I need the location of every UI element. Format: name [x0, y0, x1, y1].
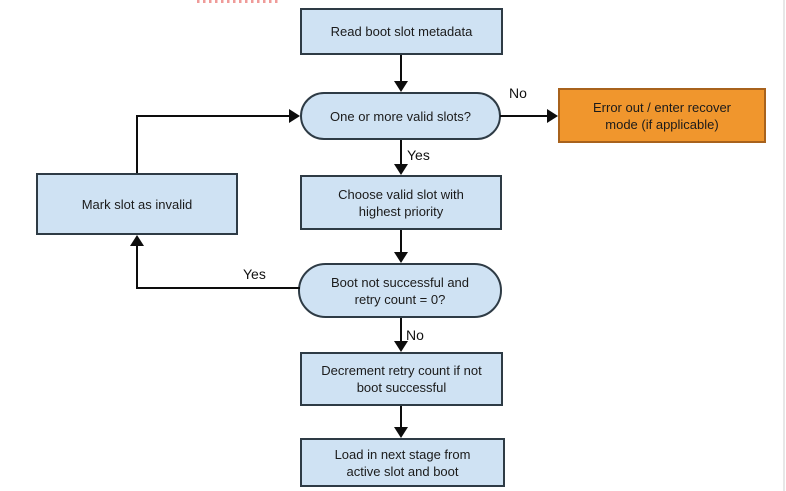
arrowhead-right-icon [547, 109, 558, 123]
edge-line [136, 115, 138, 173]
edge-label-no: No [509, 85, 527, 101]
arrowhead-right-icon [289, 109, 300, 123]
edge-line [136, 115, 289, 117]
edge-line [500, 115, 548, 117]
edge-line [136, 287, 300, 289]
arrowhead-up-icon [130, 235, 144, 246]
node-decrement-retry-count: Decrement retry count if not boot succes… [300, 352, 503, 406]
right-edge-line [783, 0, 785, 491]
arrowhead-down-icon [394, 341, 408, 352]
edge-line [400, 406, 402, 429]
arrowhead-down-icon [394, 164, 408, 175]
node-load-next-stage: Load in next stage from active slot and … [300, 438, 505, 487]
arrowhead-down-icon [394, 427, 408, 438]
edge-line [136, 246, 138, 289]
edge-label-no: No [406, 327, 424, 343]
edge-line [400, 140, 402, 166]
node-one-or-more-valid-slots: One or more valid slots? [300, 92, 501, 140]
node-boot-not-successful-check: Boot not successful and retry count = 0? [298, 263, 502, 318]
node-choose-valid-slot: Choose valid slot with highest priority [300, 175, 502, 230]
edge-line [400, 230, 402, 254]
edge-label-yes: Yes [243, 266, 266, 282]
node-read-boot-slot-metadata: Read boot slot metadata [300, 8, 503, 55]
edge-label-yes: Yes [407, 147, 430, 163]
edge-line [400, 318, 402, 343]
arrowhead-down-icon [394, 81, 408, 92]
clipped-red-dashes-artifact [197, 0, 278, 3]
node-error-out-recover-mode: Error out / enter recover mode (if appli… [558, 88, 766, 143]
node-mark-slot-invalid: Mark slot as invalid [36, 173, 238, 235]
edge-line [400, 55, 402, 83]
arrowhead-down-icon [394, 252, 408, 263]
